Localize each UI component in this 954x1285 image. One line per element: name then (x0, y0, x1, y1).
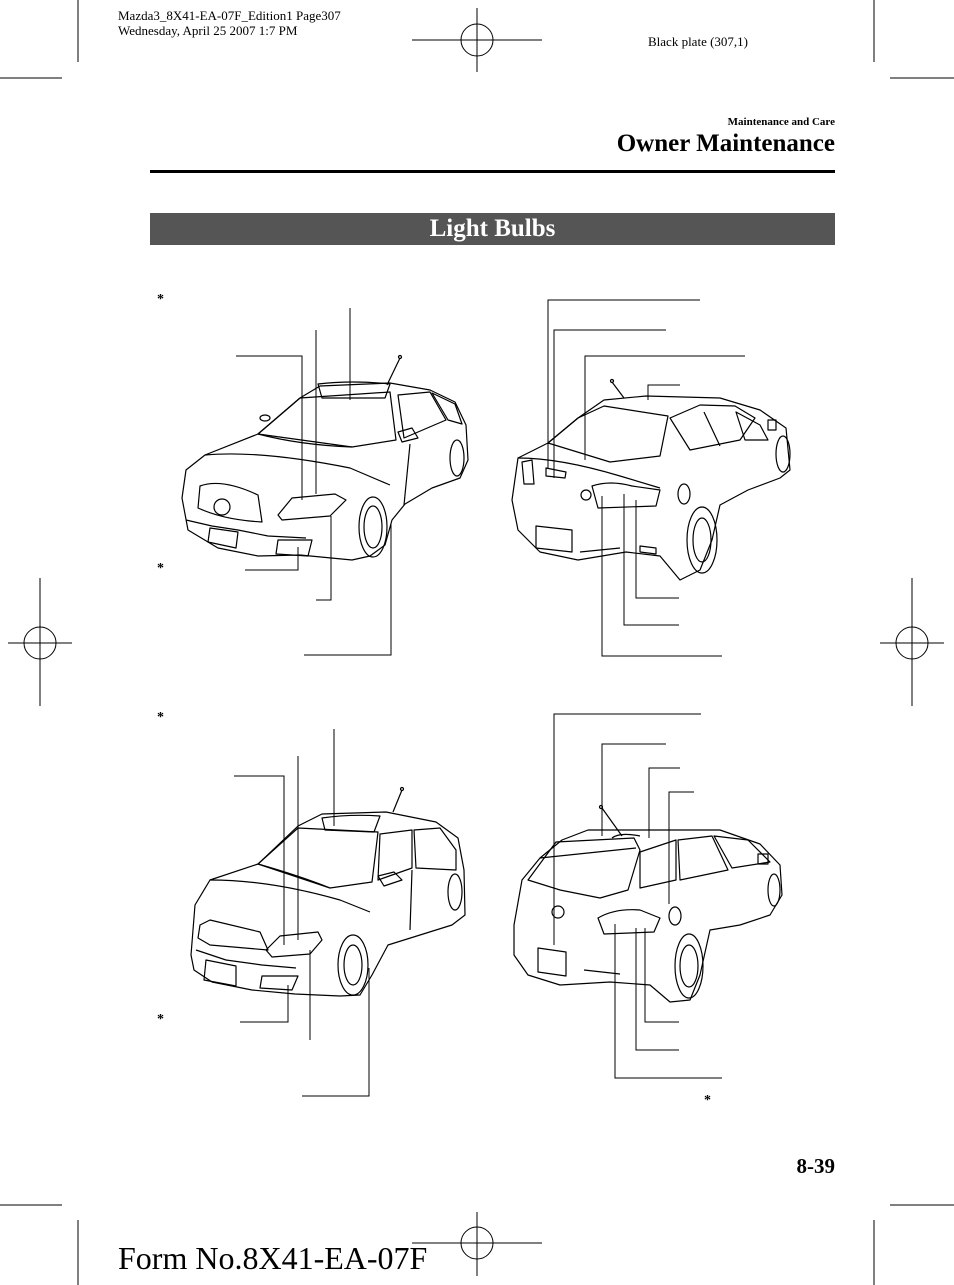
registration-target-top (412, 8, 542, 72)
chapter-title: Owner Maintenance (616, 130, 835, 157)
marker-hatch-front-top: * (157, 710, 164, 725)
marker-sedan-front-bottom: * (157, 561, 164, 576)
hatch-front-illustration (190, 786, 466, 997)
slug-line-1: Mazda3_8X41-EA-07F_Edition1 Page307 (118, 8, 341, 23)
registration-target-right (880, 578, 944, 706)
header-rule (150, 170, 835, 173)
registration-target-bottom (412, 1212, 542, 1276)
banner-title: Light Bulbs (429, 215, 556, 242)
section-banner: Light Bulbs (150, 213, 835, 245)
print-slug: Mazda3_8X41-EA-07F_Edition1 Page307 Wedn… (118, 8, 341, 38)
marker-hatch-rear-bottom: * (704, 1093, 711, 1108)
leader-lines (234, 299, 745, 1097)
section-title: Maintenance and Care (727, 116, 835, 128)
page-number: 8-39 (796, 1154, 836, 1178)
sedan-front-illustration (181, 354, 469, 561)
marker-hatch-front-bottom: * (157, 1012, 164, 1027)
slug-line-2: Wednesday, April 25 2007 1:7 PM (118, 23, 298, 38)
registration-target-left (8, 578, 72, 706)
form-number: Form No.8X41-EA-07F (118, 1240, 428, 1276)
hatch-rear-illustration (513, 804, 783, 1003)
marker-sedan-front-top: * (157, 292, 164, 307)
plate-label: Black plate (307,1) (648, 34, 748, 49)
